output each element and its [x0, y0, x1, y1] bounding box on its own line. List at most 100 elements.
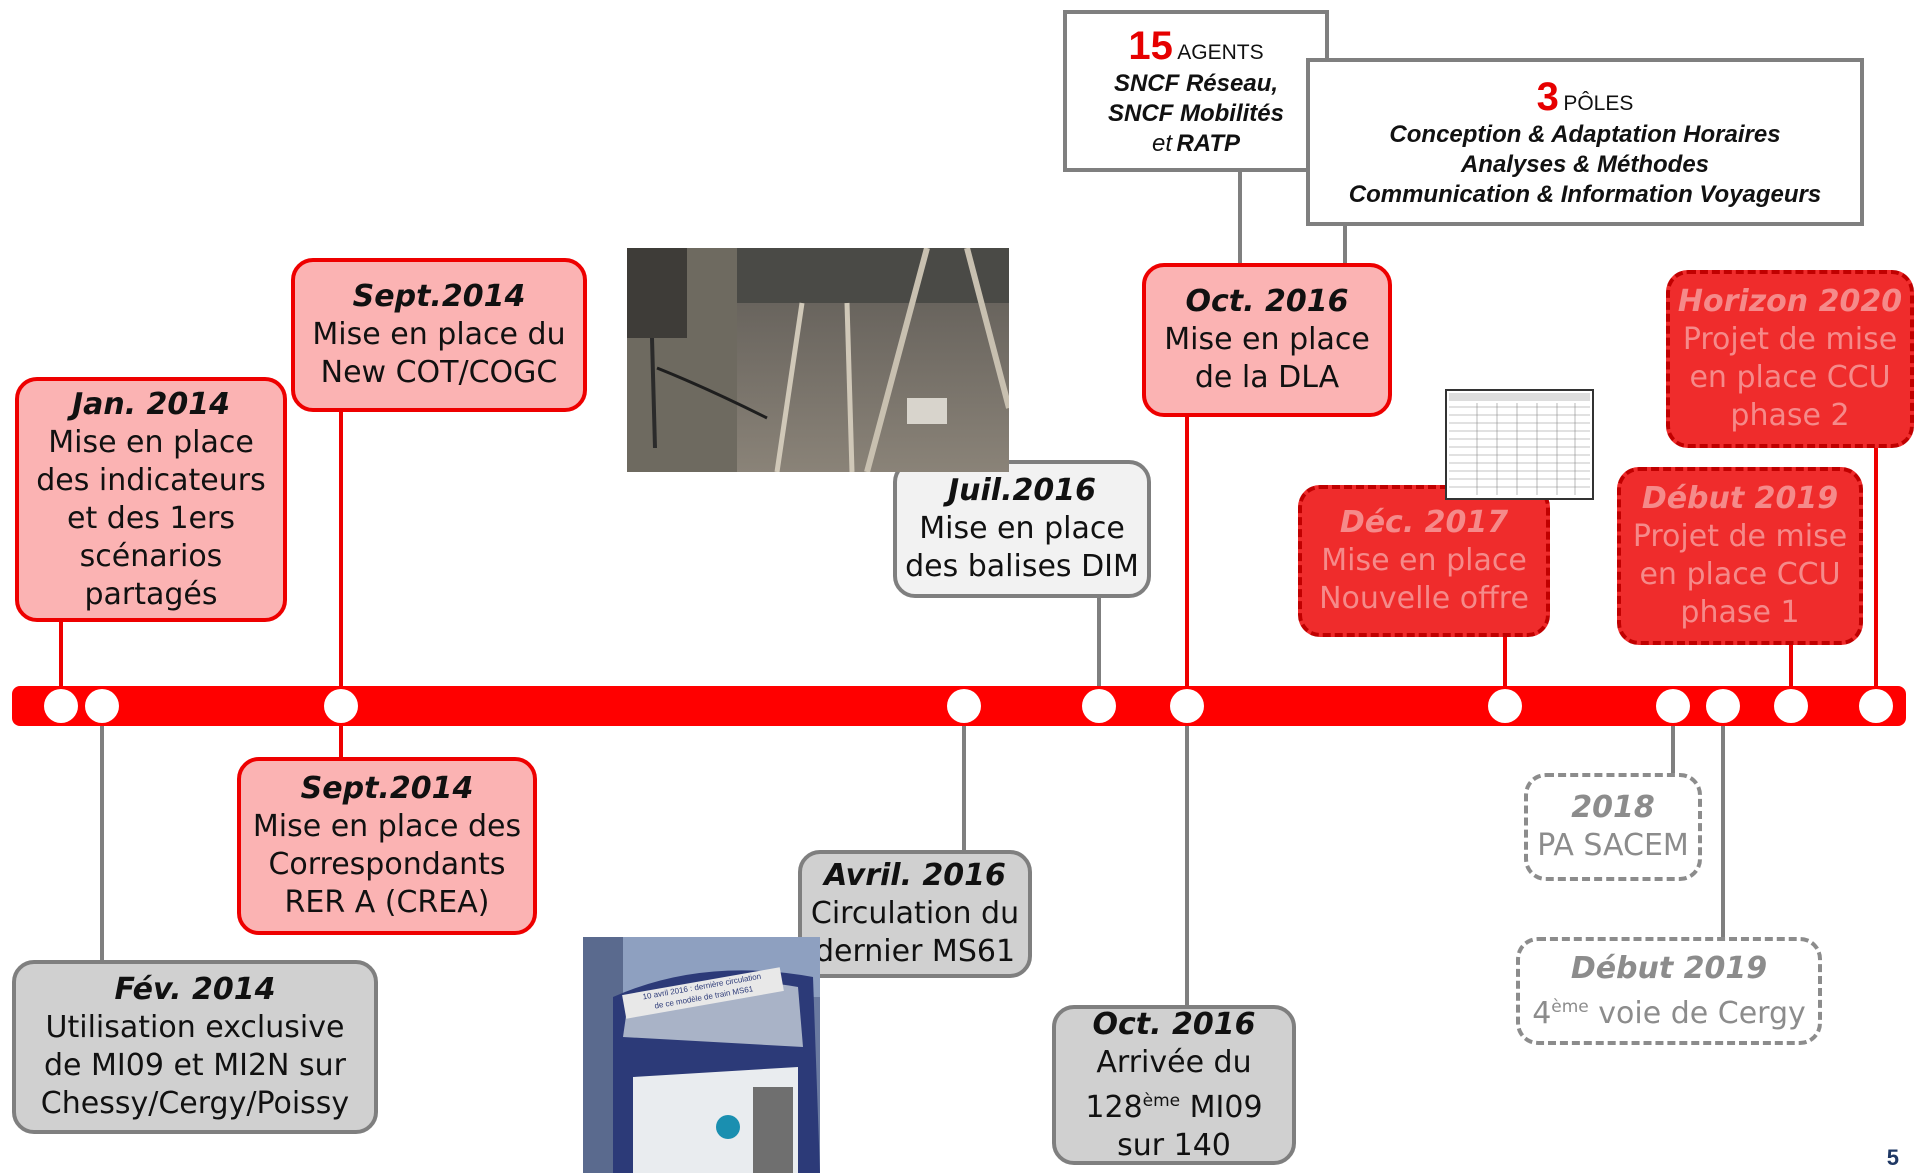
- page-number: 5: [1886, 1145, 1899, 1170]
- connector: [59, 618, 63, 692]
- milestone-sept-2014-bottom: Sept.2014 Mise en place des Correspondan…: [237, 757, 537, 935]
- milestone-text: de MI09 et MI2N sur: [43, 1048, 346, 1083]
- timeline-dot: [1656, 689, 1690, 723]
- agents-box: 15 AGENTS SNCF Réseau, SNCF Mobilités et…: [1063, 10, 1329, 172]
- milestone-text: Mise en place du: [312, 317, 566, 352]
- milestone-avril-2016: Avril. 2016 Circulation du dernier MS61: [798, 850, 1032, 978]
- timeline-dot: [324, 689, 358, 723]
- connector: [1503, 632, 1507, 692]
- connector: [1721, 712, 1725, 938]
- milestone-date: Début 2019: [1641, 481, 1839, 516]
- timeline-dot: [44, 689, 78, 723]
- connector: [100, 712, 104, 966]
- milestone-text: Projet de mise: [1682, 322, 1898, 357]
- agents-headline: 15 AGENTS: [1067, 24, 1325, 69]
- milestone-dec-2017: Déc. 2017 Mise en place Nouvelle offre: [1298, 485, 1550, 637]
- milestone-text: Arrivée du: [1096, 1044, 1252, 1080]
- timeline-dot: [1706, 689, 1740, 723]
- milestone-date: Sept.2014: [352, 279, 526, 314]
- agents-label: AGENTS: [1177, 40, 1264, 64]
- milestone-text: scénarios: [79, 538, 223, 574]
- milestone-text: Mise en place: [48, 424, 254, 460]
- milestone-text: Chessy/Cergy/Poissy: [40, 1086, 350, 1121]
- milestone-text: en place CCU: [1689, 360, 1891, 395]
- milestone-date: Horizon 2020: [1677, 284, 1903, 319]
- train-ms61-photo: 10 avril 2016 : dernière circulation de …: [583, 937, 820, 1173]
- agents-org: SNCF Réseau,: [1113, 69, 1279, 97]
- agents-conjunction: et: [1151, 129, 1172, 157]
- connector: [1185, 413, 1189, 692]
- timeline-dot: [1488, 689, 1522, 723]
- connector: [1097, 597, 1101, 692]
- poles-box: 3 PÔLES Conception & Adaptation Horaires…: [1306, 58, 1864, 226]
- pole-item: Conception & Adaptation Horaires: [1389, 120, 1781, 148]
- milestone-text: phase 2: [1730, 398, 1850, 433]
- milestone-text: Projet de mise: [1632, 519, 1848, 554]
- connector: [1238, 168, 1242, 266]
- milestone-date: Déc. 2017: [1339, 505, 1509, 540]
- timeline-dot: [1170, 689, 1204, 723]
- pole-item: Analyses & Méthodes: [1460, 150, 1710, 178]
- connector: [1671, 712, 1675, 774]
- milestone-jan-2014: Jan. 2014 Mise en place des indicateurs …: [15, 377, 287, 622]
- milestone-text: phase 1: [1680, 595, 1800, 630]
- connector: [339, 712, 343, 762]
- milestone-text: Utilisation exclusive: [45, 1010, 345, 1045]
- milestone-date: Sept.2014: [300, 771, 474, 806]
- ordinal-number: 128: [1085, 1089, 1143, 1125]
- ordinal-suffix: ème: [1142, 1090, 1181, 1111]
- milestone-text: dernier MS61: [814, 934, 1016, 969]
- milestone-text: Nouvelle offre: [1319, 581, 1529, 616]
- milestone-date: Juil.2016: [948, 473, 1096, 508]
- connector: [1185, 712, 1189, 1014]
- poles-number: 3: [1536, 74, 1559, 119]
- milestone-text: Mise en place: [919, 511, 1125, 546]
- schedule-table-thumbnail: [1445, 389, 1594, 500]
- timeline-dot: [1859, 689, 1893, 723]
- milestone-text: Mise en place: [1321, 543, 1527, 578]
- ordinal-suffix: ème: [1551, 996, 1589, 1017]
- milestone-oct-2016-top: Oct. 2016 Mise en place de la DLA: [1142, 263, 1392, 417]
- milestone-date: Début 2019: [1570, 950, 1768, 986]
- milestone-horizon-2020: Horizon 2020 Projet de mise en place CCU…: [1666, 270, 1914, 448]
- milestone-date: Oct. 2016: [1185, 284, 1349, 319]
- milestone-text: New COT/COGC: [320, 355, 558, 390]
- connector: [1789, 641, 1793, 692]
- pole-item: Communication & Information Voyageurs: [1348, 180, 1822, 208]
- milestone-text: Circulation du: [810, 896, 1020, 931]
- milestone-text: des indicateurs: [36, 462, 266, 498]
- milestone-fev-2014: Fév. 2014 Utilisation exclusive de MI09 …: [12, 960, 378, 1134]
- milestone-text-rest: voie de Cergy: [1588, 995, 1806, 1031]
- poles-label: PÔLES: [1563, 91, 1634, 115]
- milestone-debut-2019-bottom: Début 2019 4ème voie de Cergy: [1516, 937, 1822, 1045]
- milestone-text: des balises DIM: [905, 549, 1139, 584]
- milestone-text: partagés: [84, 576, 218, 612]
- milestone-date: Fév. 2014: [114, 972, 276, 1007]
- poles-headline: 3 PÔLES: [1310, 75, 1860, 120]
- milestone-debut-2019-top: Début 2019 Projet de mise en place CCU p…: [1617, 467, 1863, 645]
- connector: [339, 408, 343, 692]
- milestone-text: et des 1ers: [67, 500, 235, 536]
- agents-org: RATP: [1176, 129, 1241, 157]
- milestone-text: sur 140: [1117, 1127, 1231, 1163]
- connector: [962, 712, 966, 854]
- connector: [1874, 429, 1878, 692]
- milestone-text: RER A (CREA): [284, 885, 490, 920]
- timeline-dot: [1082, 689, 1116, 723]
- milestone-date: Jan. 2014: [71, 386, 231, 422]
- agents-org-line: et RATP: [1067, 129, 1325, 159]
- milestone-text: 4ème voie de Cergy: [1532, 988, 1806, 1033]
- milestone-text: PA SACEM: [1537, 828, 1689, 863]
- milestone-text: 128ème MI09: [1085, 1082, 1262, 1127]
- timeline-dot: [85, 689, 119, 723]
- agents-number: 15: [1128, 23, 1173, 68]
- timeline-dot: [947, 689, 981, 723]
- milestone-text: Mise en place des: [252, 809, 522, 844]
- milestone-date: Avril. 2016: [824, 858, 1006, 893]
- milestone-text: de la DLA: [1194, 360, 1340, 395]
- timeline-dot: [1774, 689, 1808, 723]
- connector: [1343, 220, 1347, 266]
- milestone-oct-2016-bottom: Oct. 2016 Arrivée du 128ème MI09 sur 140: [1052, 1005, 1296, 1165]
- milestone-sept-2014-top: Sept.2014 Mise en place du New COT/COGC: [291, 258, 587, 412]
- milestone-date: Oct. 2016: [1092, 1006, 1256, 1042]
